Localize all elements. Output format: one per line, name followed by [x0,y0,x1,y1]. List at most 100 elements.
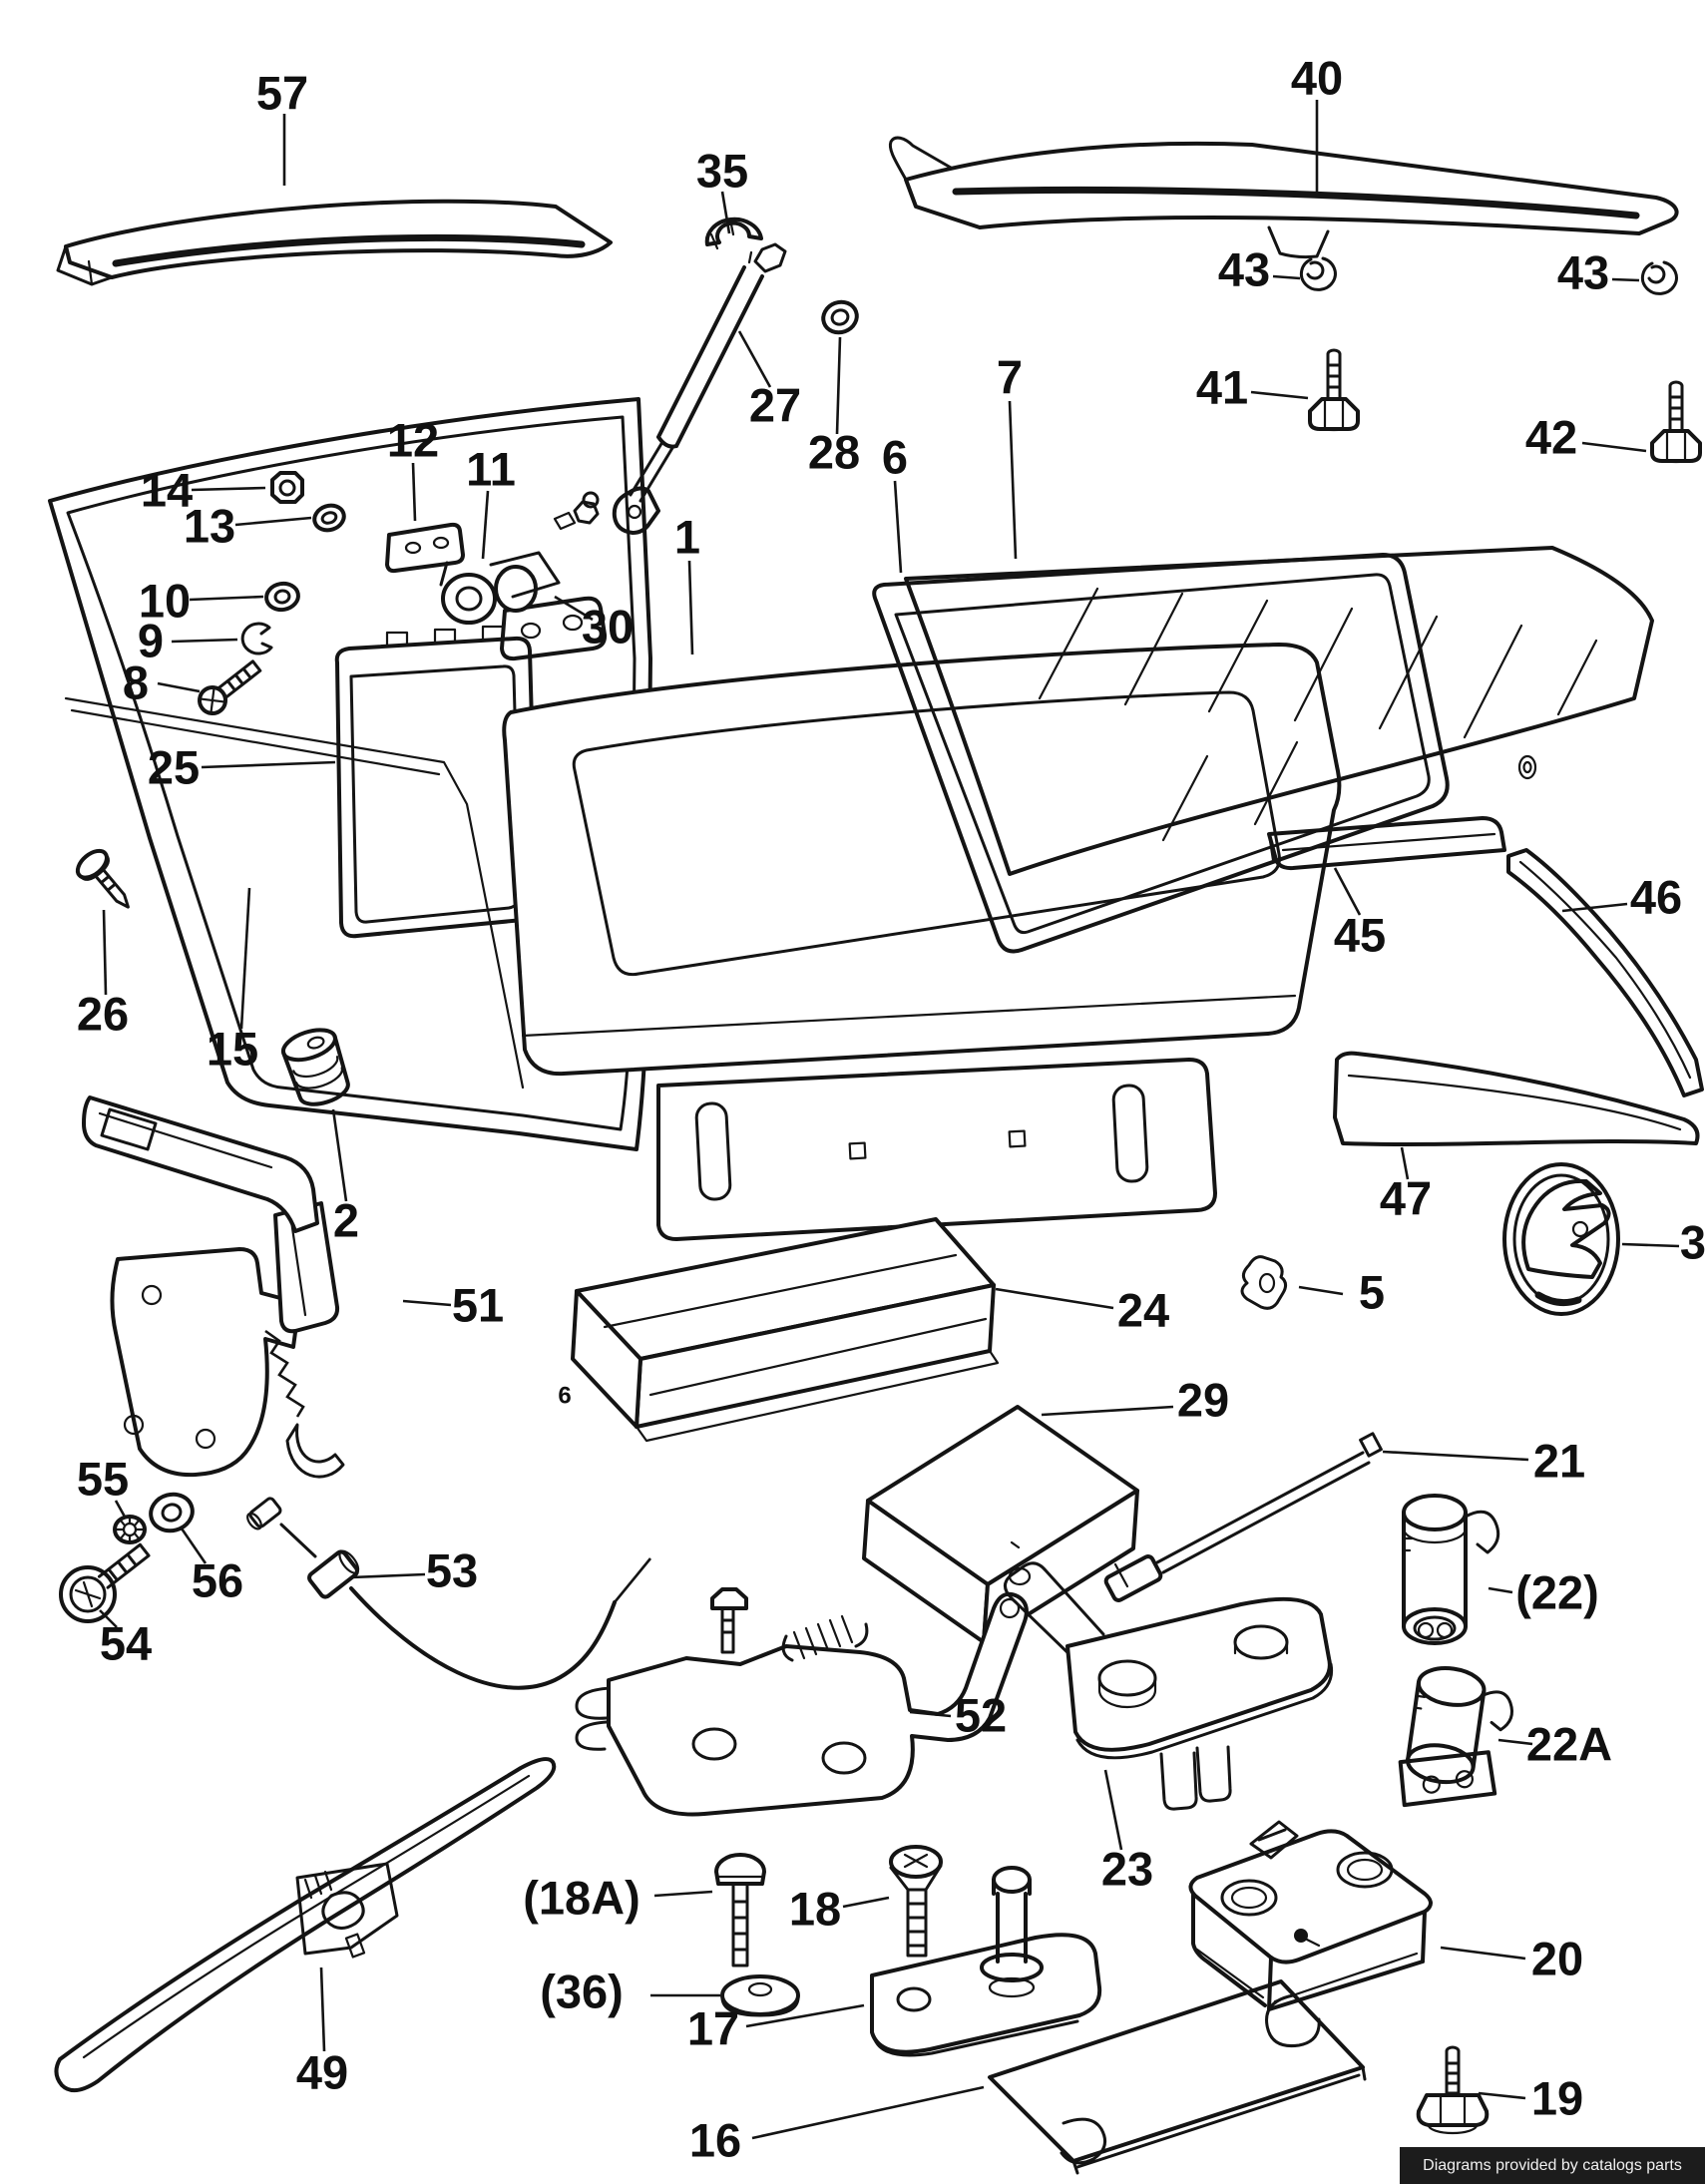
callout-13: 13 [184,499,235,552]
part-latch-52 [575,1587,1029,1817]
callout-(36): (36) [540,1965,624,2017]
callout-leader-22A [1497,1738,1533,1746]
part-bolt-18a [714,1853,766,1967]
part-window-seal [872,553,1450,954]
callout-24: 24 [1117,1283,1169,1336]
callout-leader-(22) [1488,1586,1513,1594]
callout-leader-35 [720,191,731,234]
callout-7: 7 [997,350,1023,403]
part-lock-cylinder-22 [1402,1494,1500,1645]
part-nut-14 [270,471,304,504]
callout-51: 51 [452,1278,504,1331]
callout-leader-19 [1478,2091,1526,2100]
callout-leader-54 [99,1609,118,1628]
callout-55: 55 [77,1452,129,1505]
part-lock-body-20 [1188,1820,1433,2011]
callout-leader-26 [102,909,108,996]
part-bolt-8 [198,659,262,715]
callout-16: 16 [689,2113,741,2166]
callout-3: 3 [1680,1215,1705,1268]
part-clip-5 [1240,1255,1288,1310]
callout-40: 40 [1291,51,1343,104]
callout-leader-15 [239,887,251,1030]
part-trim-clip-hole [1517,754,1537,780]
part-skoda-badge [1502,1162,1620,1316]
callout-leader-46 [1561,902,1628,913]
callout-leader-28 [835,336,842,435]
part-lock-washer-55 [113,1515,147,1544]
callout-leader-11 [481,490,490,560]
callout-8: 8 [123,655,149,708]
callout-54: 54 [100,1616,152,1669]
callout-20: 20 [1531,1932,1583,1984]
callout-leader-5 [1298,1285,1344,1296]
callout-leader-41 [1250,390,1309,400]
callout-47: 47 [1380,1171,1432,1224]
callout-leader-55 [114,1500,128,1520]
callout-leader-7 [1008,400,1018,560]
part-washer-36 [720,1974,800,2017]
part-handle-assembly [82,1095,345,1479]
callout-11: 11 [466,442,516,495]
callout-leader-30 [554,595,594,622]
callout-leader-14 [191,486,266,492]
part-trim-45 [1267,816,1506,871]
part-clamp-35 [704,217,763,264]
callout-leader-1 [687,560,694,655]
callout-26: 26 [77,987,129,1040]
callout-leader-3 [1621,1242,1680,1248]
callout-leader-2 [331,1108,348,1202]
callout-leader-29 [1041,1405,1174,1417]
callout-leader-21 [1382,1450,1529,1462]
part-clip-9 [240,622,273,655]
callout-45: 45 [1334,908,1386,961]
part-gas-strut [553,242,787,535]
callout-52: 52 [955,1688,1007,1741]
callout-25: 25 [148,740,200,793]
callout-leader-9 [171,638,238,644]
callout-30: 30 [582,600,634,653]
callout-leader-10 [189,595,264,602]
watermark-bar: Diagrams provided by catalogs parts [1400,2147,1705,2184]
part-latch-23 [1004,1561,1334,1811]
callout-leader-25 [201,760,336,769]
part-trim-46 [1506,848,1704,1097]
callout-17: 17 [687,2001,739,2054]
callout-6: 6 [882,430,908,483]
part-lock-cylinder-22a [1398,1666,1513,1808]
callout-43: 43 [1557,245,1609,298]
callout-5: 5 [1359,1265,1385,1318]
callout-56: 56 [192,1553,243,1606]
part-washer-13 [312,503,346,533]
callout-leader-49 [319,1966,326,2052]
part-plate-12 [385,522,465,574]
callout-1: 1 [674,510,700,563]
callout-42: 42 [1525,410,1577,463]
callout-leader-43 [1272,274,1301,280]
callout-10: 10 [139,574,191,627]
callout-15: 15 [207,1022,258,1075]
callout-leader-56 [180,1528,208,1564]
callout-35: 35 [696,144,748,197]
part-cable-53 [246,1497,652,1690]
callout-21: 21 [1533,1434,1585,1487]
callout-41: 41 [1196,360,1248,413]
callout-leader-27 [737,330,772,388]
part-tailgate [502,643,1342,1241]
part-clip-43-left [1299,256,1337,291]
part-aperture-seal-frame [48,397,652,1151]
callout-leader-(18A) [653,1890,713,1898]
callout-leader-18 [842,1896,890,1909]
callout-leader-17 [745,2003,865,2028]
part-trim-blade-49 [54,1757,557,2093]
callout-leader-6 [893,480,903,574]
callout-57: 57 [256,66,308,119]
part-washer-28 [821,299,859,335]
callout-leader-23 [1103,1769,1123,1851]
callout-14: 14 [141,463,193,516]
part-bolt-41 [1308,348,1360,432]
part-knob-2 [280,1028,350,1106]
callout-18: 18 [789,1882,841,1935]
